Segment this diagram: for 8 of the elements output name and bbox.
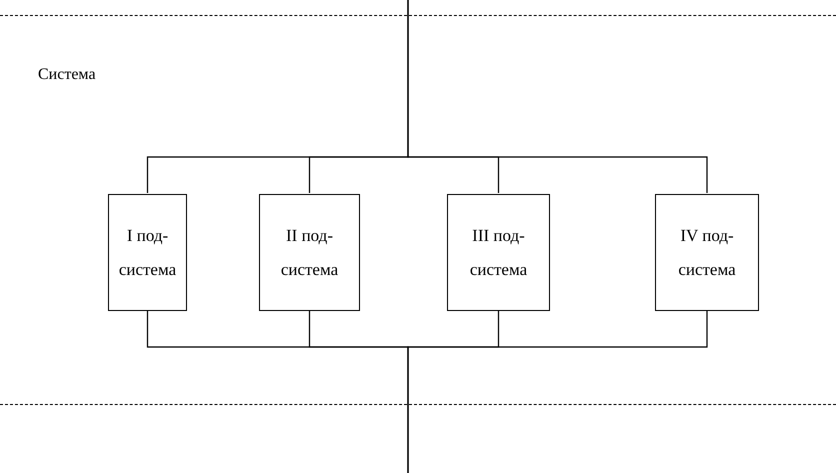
system-band: [0, 15, 836, 405]
subsystem-box: II под- система: [259, 194, 360, 311]
connector-line: [407, 310, 708, 473]
connector-line: [407, 0, 708, 193]
band-label: Система: [38, 66, 96, 84]
subsystem-box: I под- система: [108, 194, 187, 311]
subsystem-box: III под- система: [447, 194, 550, 311]
subsystem-box: IV под- система: [655, 194, 759, 311]
